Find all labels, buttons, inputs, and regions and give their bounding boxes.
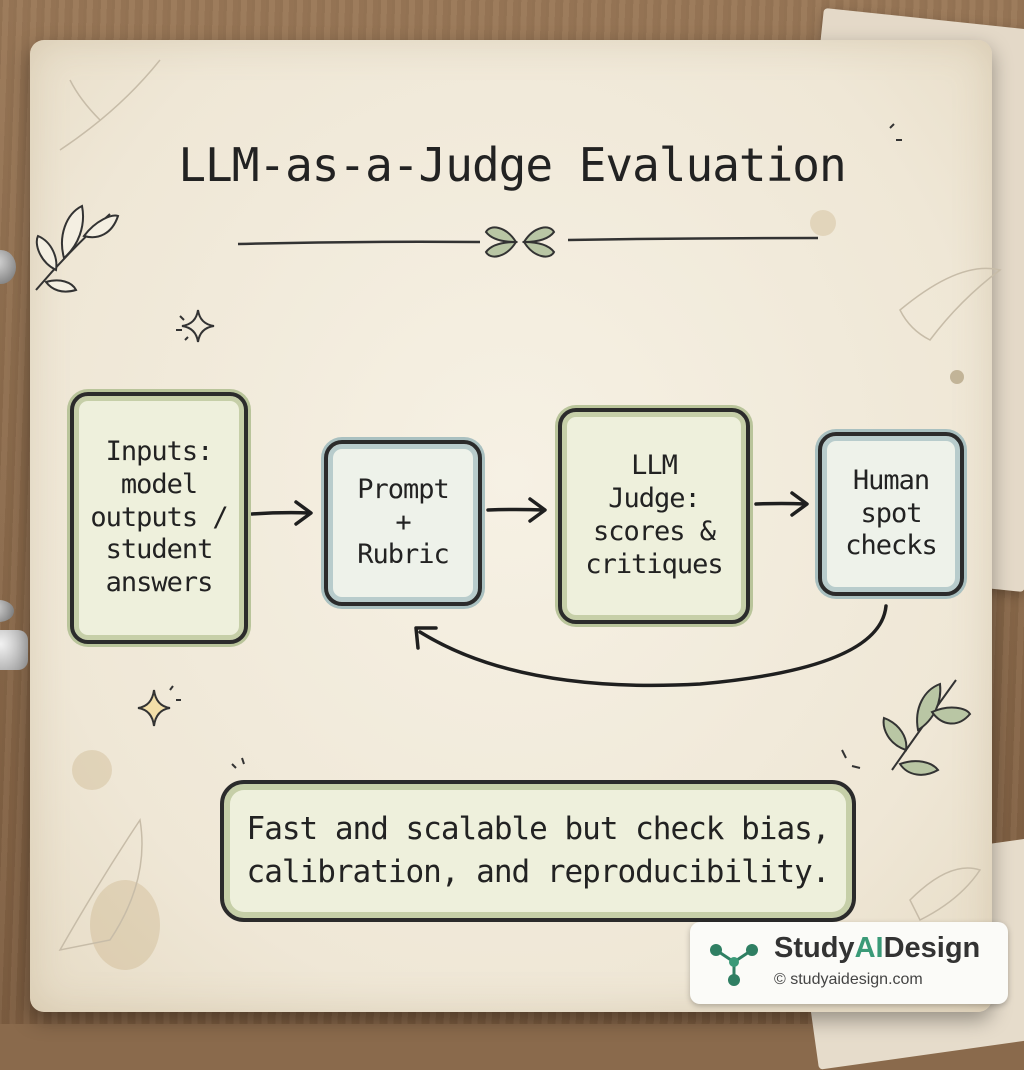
studyaidesign-logo[interactable]: StudyAIDesign © studyaidesign.com <box>690 922 1008 1004</box>
node-prompt-rubric: Prompt + Rubric <box>324 440 482 606</box>
sparkle-icon <box>181 309 215 343</box>
feedback-arrow-human-to-prompt <box>414 604 888 688</box>
title-leaf-ornament-icon <box>484 226 556 258</box>
leaf-sprig-icon <box>35 204 120 293</box>
brand-url: © studyaidesign.com <box>774 971 923 988</box>
node-llm-judge: LLM Judge: scores & critiques <box>558 408 750 624</box>
node-inputs: Inputs: model outputs / student answers <box>70 392 248 644</box>
diagram-decorations <box>35 59 1002 952</box>
metal-clip <box>0 600 14 622</box>
molecule-logo-icon <box>710 944 758 986</box>
arrow-prompt-to-judge <box>486 497 547 523</box>
brand-name: StudyAIDesign <box>774 932 981 964</box>
title-underline-left <box>237 240 481 246</box>
title-underline-right <box>567 236 819 242</box>
node-human-spot-checks: Human spot checks <box>818 432 964 596</box>
arrow-judge-to-human <box>754 491 809 517</box>
summary-note: Fast and scalable but check bias, calibr… <box>220 780 856 922</box>
eraser <box>0 630 28 670</box>
arrow-inputs-to-prompt <box>250 500 313 526</box>
metal-clip <box>0 250 16 284</box>
brand-accent: AI <box>854 932 884 964</box>
page-title: LLM-as-a-Judge Evaluation <box>178 138 846 192</box>
leaf-sprig-icon <box>882 679 972 776</box>
sparkle-icon <box>137 689 171 727</box>
